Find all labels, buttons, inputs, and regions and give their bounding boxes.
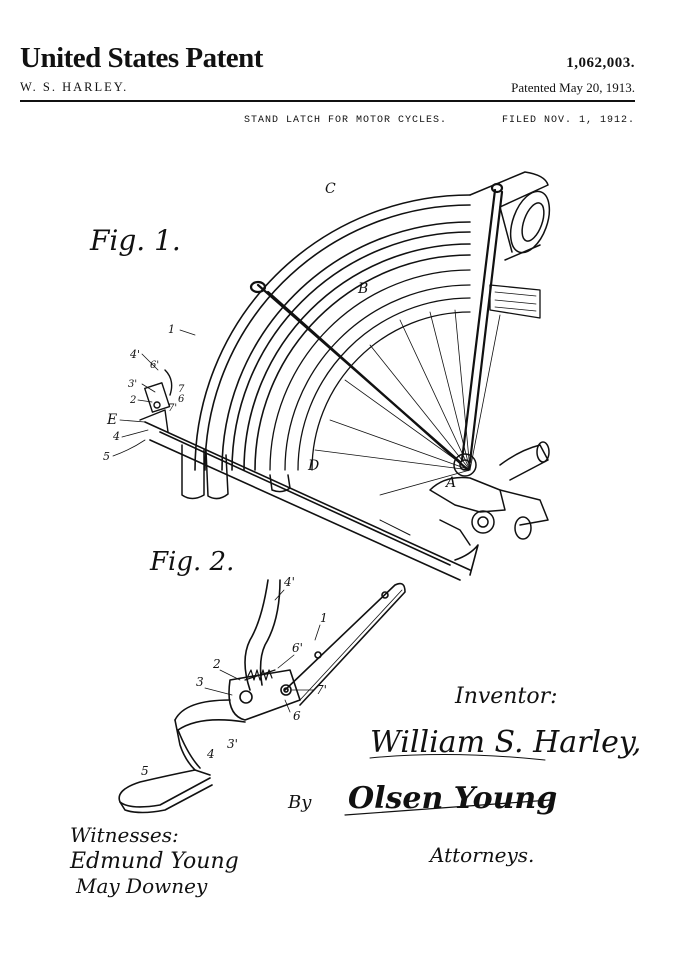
ref-B: B (357, 281, 368, 297)
ref-6: 6 (178, 394, 185, 405)
fig2-ref-3p: 3' (227, 737, 238, 751)
patent-number: 1,062,003. (566, 55, 635, 71)
ref-4: 4 (112, 430, 120, 443)
fig2-ref-3: 3 (196, 675, 204, 689)
patented-date: Patented May 20, 1913. (511, 80, 635, 95)
fender (194, 194, 471, 471)
fig2-drawing (118, 579, 406, 814)
wheel-spokes (314, 309, 501, 496)
fig2-ref-7p: 7' (316, 683, 327, 697)
attorney-underline (344, 799, 551, 816)
witness-signature-1: Edmund Young (69, 849, 239, 874)
ref-5: 5 (103, 450, 110, 463)
fig2-ref-6p: 6' (292, 641, 303, 655)
inventor-signature: William S. Harley, (370, 725, 641, 760)
fig1-latch (139, 369, 173, 433)
frame-tubes (181, 444, 291, 500)
inventor-underline (369, 753, 546, 761)
fig2-ref-5: 5 (141, 764, 149, 778)
hub-assembly (429, 441, 550, 546)
ref-D: D (307, 458, 319, 474)
fig2-ref-6: 6 (293, 709, 301, 723)
fig2-label: Fig. 2. (149, 547, 234, 577)
ref-7: 7 (178, 384, 185, 395)
by-label: By (287, 792, 312, 813)
fig2-ref-1: 1 (320, 611, 328, 625)
attorney-signature: Olsen Young (348, 781, 557, 816)
ref-7p: 7' (168, 403, 177, 414)
attorneys-caption: Attorneys. (428, 843, 534, 867)
invention-title: STAND LATCH FOR MOTOR CYCLES. (244, 115, 448, 126)
fig1-drawing: C B D A E 1 4' 6' 3' 2 7 6 7' 4 5 (103, 171, 551, 581)
ref-4p: 4' (129, 348, 140, 361)
ref-2: 2 (129, 395, 136, 406)
ref-1: 1 (168, 323, 175, 336)
ref-C: C (325, 181, 336, 197)
ref-E: E (106, 412, 117, 428)
witness-signature-2: May Downey (75, 874, 208, 898)
fig2-ref-4: 4 (206, 747, 215, 761)
inventor-name: W. S. HARLEY. (20, 80, 129, 94)
patent-title: United States Patent (20, 42, 263, 74)
fender-stays (249, 182, 504, 472)
ref-3p: 3' (128, 379, 137, 390)
fender-end-roll (469, 171, 551, 261)
tire (269, 269, 541, 471)
fig2-ref-4p: 4' (283, 575, 295, 589)
fig2-ref-2: 2 (212, 657, 221, 671)
header-rule (20, 100, 635, 102)
witnesses-caption: Witnesses: (70, 823, 179, 847)
ref-A: A (444, 475, 456, 491)
filed-date: FILED NOV. 1, 1912. (501, 115, 635, 126)
ref-6p: 6' (150, 360, 159, 371)
stand-bar (144, 421, 479, 581)
inventor-caption: Inventor: (454, 684, 558, 709)
fig1-label: Fig. 1. (89, 224, 181, 257)
